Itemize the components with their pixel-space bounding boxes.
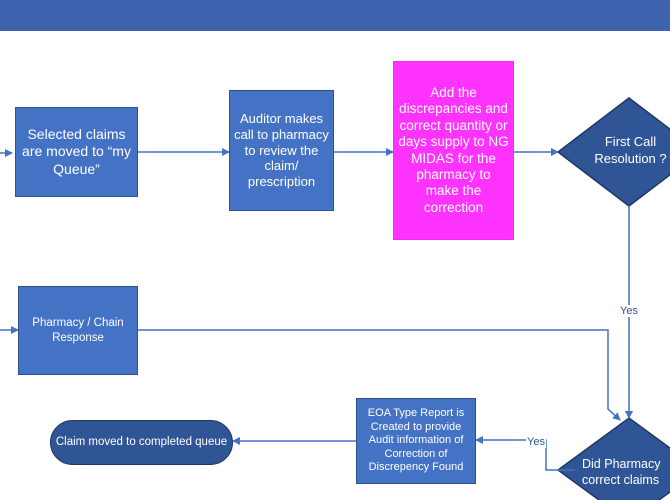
- edge-label-yes-corrected: Yes: [526, 436, 546, 448]
- edge-label-yes-first-call: Yes: [619, 305, 639, 317]
- arrow-decision-to-eoa-report: [475, 436, 575, 471]
- did-pharmacy-correct-label: Did Pharmacy correct claims: [582, 457, 661, 488]
- did-pharmacy-correct-diamond: [556, 417, 670, 500]
- add-discrepancies-box: Add the discrepancies and correct quanti…: [393, 61, 514, 240]
- pharmacy-chain-response-box: Pharmacy / Chain Response: [18, 286, 138, 375]
- claim-completed-terminator: Claim moved to completed queue: [50, 420, 233, 465]
- auditor-call-box: Auditor makes call to pharmacy to review…: [229, 90, 334, 211]
- pharmacy-chain-response-label: Pharmacy / Chain Response: [32, 317, 124, 344]
- arrow-pharmacy-response-to-decision: [138, 329, 621, 421]
- header-banner: [0, 0, 670, 31]
- claim-completed-label: Claim moved to completed queue: [55, 436, 228, 449]
- eoa-report-box: EOA Type Report is Created to provide Au…: [356, 398, 476, 484]
- first-call-resolution-label: First Call Resolution ?: [594, 134, 667, 166]
- selected-claims-box: Selected claims are moved to “my Queue”: [15, 107, 138, 197]
- eoa-report-label: EOA Type Report is Created to provide Au…: [367, 407, 465, 474]
- add-discrepancies-label: Add the discrepancies and correct quanti…: [398, 84, 509, 215]
- selected-claims-label: Selected claims are moved to “my Queue”: [22, 126, 131, 177]
- auditor-call-label: Auditor makes call to pharmacy to review…: [234, 110, 329, 190]
